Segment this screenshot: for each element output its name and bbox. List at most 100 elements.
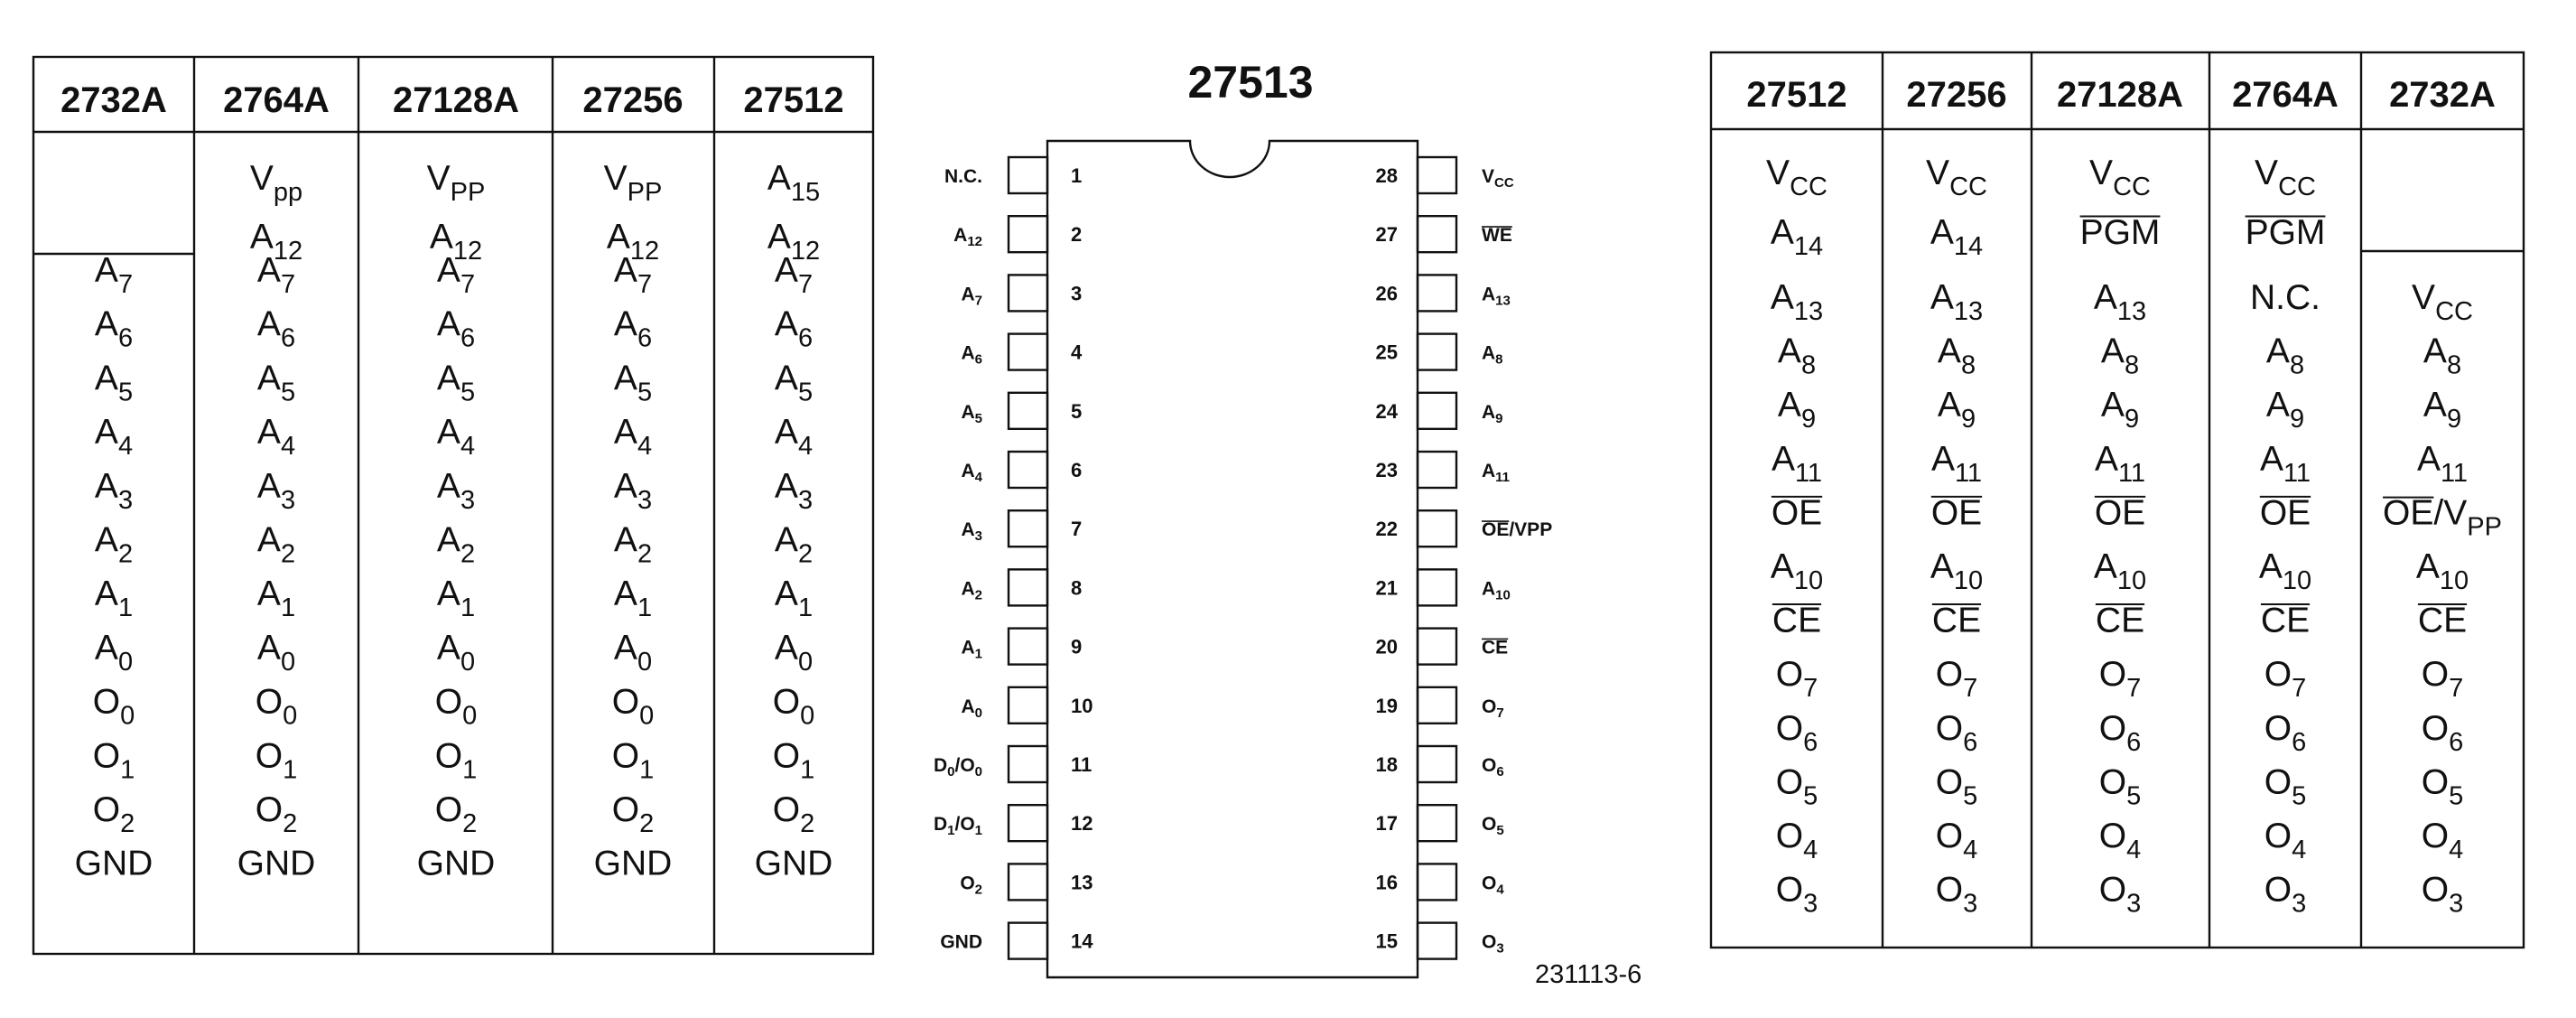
right-cell: A10 <box>2094 547 2146 595</box>
left-cell: A7 <box>614 251 652 299</box>
left-cell: O1 <box>256 736 297 784</box>
pin-label: A6 <box>961 343 982 368</box>
chip-pin-left <box>1007 627 1049 666</box>
right-cell: CE <box>2096 602 2144 640</box>
left-cell: A1 <box>437 574 475 622</box>
left-cell: O2 <box>435 790 477 838</box>
right-cell: OE/VPP <box>2383 493 2502 541</box>
left-cell: O0 <box>435 683 477 731</box>
right-cell: A10 <box>2259 547 2311 595</box>
pin-number: 14 <box>1071 930 1093 953</box>
left-cell: A1 <box>95 574 133 622</box>
right-cell: A13 <box>1930 278 1983 326</box>
pin-label: A12 <box>953 225 982 249</box>
chip-pin-left <box>1007 214 1049 254</box>
left-cell: A6 <box>437 305 475 353</box>
right-col-header: 27256 <box>1906 75 2006 115</box>
right-compatibility-table <box>1709 51 2525 949</box>
left-top-cell: VPP <box>427 159 486 207</box>
pin-number: 7 <box>1071 518 1082 540</box>
right-cell: A9 <box>1778 386 1816 434</box>
pin-number: 4 <box>1071 341 1083 364</box>
left-cell: A2 <box>95 521 133 569</box>
left-col-header: 27512 <box>743 80 843 120</box>
right-top-cell: PGM <box>2080 213 2161 252</box>
left-cell: A0 <box>437 629 475 677</box>
pin-label: D0/O0 <box>934 755 982 780</box>
pin-number: 6 <box>1071 459 1082 481</box>
right-cell: A13 <box>1771 278 1823 326</box>
left-cell: A4 <box>95 413 133 461</box>
left-cell: O0 <box>256 683 297 731</box>
right-cell: A13 <box>2094 278 2146 326</box>
right-top-cell: VCC <box>2089 154 2151 201</box>
pin-number: 8 <box>1071 576 1082 599</box>
left-cell: A5 <box>257 359 295 406</box>
left-cell: GND <box>594 845 673 883</box>
right-cell: A8 <box>2266 332 2304 380</box>
right-col-header: 27128A <box>2057 75 2183 115</box>
chip-title: 27513 <box>1187 57 1313 107</box>
chip-pin-left <box>1007 450 1049 490</box>
chip-pin-right <box>1416 863 1458 901</box>
left-cell: A6 <box>95 305 133 353</box>
left-top-cell: A15 <box>767 159 820 207</box>
left-cell: A3 <box>614 467 652 515</box>
left-cell: A2 <box>614 521 652 569</box>
right-cell: CE <box>1772 602 1821 640</box>
right-cell: A8 <box>2101 332 2139 380</box>
left-cell: A4 <box>775 413 813 461</box>
right-cell: VCC <box>2412 278 2473 326</box>
pin-number: 10 <box>1071 695 1093 717</box>
chip-pin-right <box>1416 155 1458 195</box>
left-top-cell: A12 <box>607 218 659 266</box>
pin-label: N.C. <box>944 166 982 187</box>
right-cell: CE <box>2261 602 2310 640</box>
left-cell: O2 <box>612 790 654 838</box>
right-cell: O3 <box>1936 871 1977 919</box>
right-cell: O7 <box>2099 655 2141 703</box>
chip-pin-left <box>1007 332 1049 371</box>
left-cell: O0 <box>612 683 654 731</box>
left-cell: O1 <box>93 736 135 784</box>
pin-label: O3 <box>1482 932 1504 957</box>
left-cell: A5 <box>95 359 133 406</box>
pin-label: A10 <box>1482 578 1511 602</box>
right-cell: O7 <box>1776 655 1818 703</box>
right-top-cell: VCC <box>1926 154 1987 201</box>
pin-number: 3 <box>1071 282 1082 304</box>
left-cell: A5 <box>614 359 652 406</box>
left-cell: A0 <box>614 629 652 677</box>
chip-pin-right <box>1416 744 1458 784</box>
right-cell: CE <box>2418 602 2467 640</box>
left-top-cell: A12 <box>767 218 820 266</box>
left-cell: A3 <box>775 467 813 515</box>
chip-pin-left <box>1007 686 1049 724</box>
chip-pin-right <box>1416 450 1458 490</box>
pin-label: O7 <box>1482 696 1504 721</box>
pin-number: 13 <box>1071 871 1093 893</box>
chip-pin-right <box>1416 686 1458 724</box>
pin-number: 17 <box>1376 812 1398 835</box>
right-cell: O4 <box>2264 817 2306 864</box>
right-cell: O5 <box>1936 762 1977 810</box>
left-cell: GND <box>237 845 316 883</box>
right-cell: O5 <box>2099 762 2141 810</box>
right-cell: O7 <box>2264 655 2306 703</box>
pin-label: WE <box>1482 225 1512 246</box>
figure-id: 231113-6 <box>1535 960 1641 989</box>
right-cell: O7 <box>1936 655 1977 703</box>
left-col-header: 27128A <box>393 80 519 120</box>
chip-pin-right <box>1416 332 1458 371</box>
pin-number: 26 <box>1376 282 1398 304</box>
chip-pin-right <box>1416 391 1458 430</box>
pin-number: 15 <box>1376 930 1398 953</box>
left-cell: A0 <box>257 629 295 677</box>
chip-pin-left <box>1007 863 1049 901</box>
right-cell: A9 <box>2266 386 2304 434</box>
left-cell: O0 <box>93 683 135 731</box>
right-cell: O6 <box>1936 709 1977 757</box>
pin-label: A11 <box>1482 461 1510 485</box>
right-col-header: 2764A <box>2232 75 2339 115</box>
